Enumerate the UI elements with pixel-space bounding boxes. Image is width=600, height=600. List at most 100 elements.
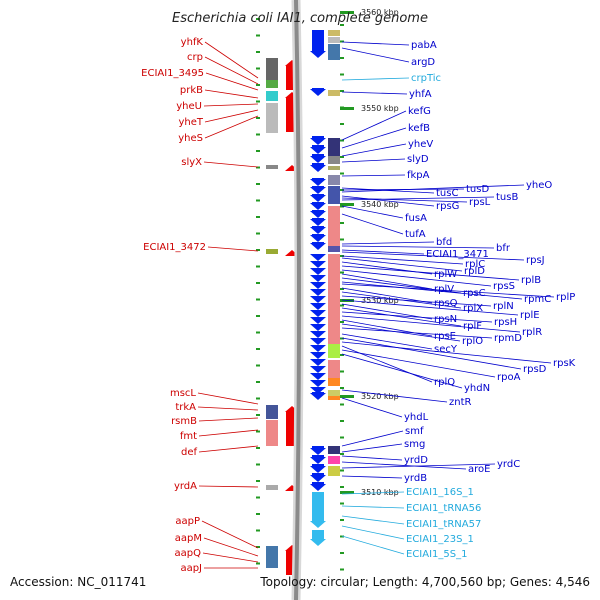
reverse-arrow-head: [310, 165, 326, 172]
gene-label-yhev: yheV: [408, 139, 433, 150]
feature-block: [266, 165, 278, 169]
leader-line: [203, 103, 259, 107]
reverse-arrow-head: [310, 89, 326, 96]
gene-label-secy: secY: [434, 344, 458, 355]
minor-tick: [256, 199, 260, 202]
gene-label-aapq: aapQ: [175, 548, 202, 559]
gene-label-tufa: tufA: [405, 229, 426, 240]
gene-label-rsmb: rsmB: [171, 416, 197, 427]
leader-line: [203, 161, 259, 168]
minor-tick: [256, 183, 260, 185]
reverse-arrow-head: [310, 484, 326, 491]
reverse-arrow-head: [310, 261, 326, 268]
reverse-arrow-head: [310, 303, 326, 310]
gene-label-rplo: rplO: [462, 336, 483, 347]
leader-line: [341, 197, 468, 203]
reverse-gene: [312, 482, 324, 485]
scale-mark-label: 3550 kbp: [361, 104, 399, 113]
gene-label-crp: crp: [187, 52, 203, 63]
gene-label-aroe: aroE: [468, 464, 490, 475]
gene-label-rplq: rplQ: [434, 377, 455, 388]
reverse-arrow-head: [310, 539, 326, 546]
reverse-gene: [312, 455, 324, 458]
reverse-gene: [312, 492, 324, 522]
leader-line: [201, 520, 259, 549]
minor-tick: [256, 67, 260, 70]
gene-label-yhdl: yhdL: [404, 412, 429, 423]
feature-block: [328, 466, 340, 476]
leader-line: [341, 337, 522, 370]
gene-label-kefg: kefG: [408, 106, 431, 117]
gene-label-paba: pabA: [411, 40, 437, 51]
minor-tick: [340, 502, 344, 505]
leader-line: [341, 307, 462, 327]
reverse-arrow-head: [310, 156, 326, 163]
minor-tick: [256, 480, 260, 482]
leader-line: [341, 319, 433, 337]
leader-line: [341, 195, 435, 207]
minor-tick: [256, 265, 260, 268]
gene-label-rplr: rplR: [522, 327, 542, 338]
reverse-arrow-head: [310, 187, 326, 194]
gene-label-rpse: rpsE: [434, 331, 456, 342]
reverse-arrow-head: [310, 296, 326, 303]
leader-line: [204, 109, 259, 123]
reverse-gene: [312, 30, 324, 52]
minor-tick: [340, 156, 344, 158]
minor-tick: [340, 73, 344, 76]
reverse-gene: [312, 530, 324, 540]
minor-tick: [256, 150, 260, 152]
gene-label-rplc: rplC: [465, 259, 485, 270]
gene-label-fkpa: fkpA: [407, 170, 430, 181]
leader-line: [204, 89, 259, 99]
leader-line: [341, 245, 495, 249]
minor-tick: [256, 166, 260, 169]
leader-line: [341, 158, 406, 163]
minor-tick: [256, 397, 260, 400]
minor-tick: [256, 249, 260, 251]
minor-tick: [256, 34, 260, 37]
gene-label-rpsj: rpsJ: [526, 255, 545, 266]
leader-line: [341, 535, 405, 555]
major-tick: [340, 395, 354, 398]
reverse-arrow-head: [310, 289, 326, 296]
reverse-arrow-head: [310, 457, 326, 464]
gene-label-eciai1-trna56: ECIAI1_tRNA56: [406, 503, 481, 514]
leader-line: [341, 349, 496, 378]
leader-line: [197, 406, 259, 411]
minor-tick: [340, 288, 344, 290]
leader-line: [203, 537, 259, 557]
reverse-arrow-head: [310, 466, 326, 473]
gene-label-rpsg: rpsG: [436, 201, 459, 212]
gene-label-rpoa: rpoA: [497, 372, 521, 383]
leader-line: [198, 429, 259, 437]
reverse-arrow-head: [310, 393, 326, 400]
minor-tick: [340, 271, 344, 274]
leader-line: [341, 205, 404, 219]
leader-line: [341, 41, 410, 46]
gene-label-rpmc: rpmC: [524, 294, 551, 305]
leader-line: [341, 184, 525, 193]
leader-line: [341, 241, 435, 245]
genome-backbone: [291, 0, 304, 600]
gene-label-eciai1_3472: ECIAI1_3472: [143, 242, 206, 253]
leader-line: [207, 246, 259, 252]
reverse-arrow-head: [310, 235, 326, 242]
reverse-arrow-head: [310, 475, 326, 482]
scale-mark-label: 3540 kbp: [361, 200, 399, 209]
leader-line: [341, 277, 462, 294]
gene-label-yhes: yheS: [178, 133, 203, 144]
feature-block: [328, 175, 340, 185]
minor-tick: [256, 496, 260, 499]
feature-block: [328, 378, 340, 386]
gene-label-yhfk: yhfK: [181, 37, 204, 48]
gene-label-yhet: yheT: [178, 117, 203, 128]
leader-line: [341, 174, 406, 177]
gene-label-trka: trkA: [175, 402, 196, 413]
feature-block: [328, 138, 340, 156]
minor-tick: [340, 387, 344, 389]
feature-block: [328, 254, 340, 344]
leader-line: [197, 392, 259, 405]
feature-block: [266, 103, 278, 133]
leader-line: [198, 445, 259, 453]
